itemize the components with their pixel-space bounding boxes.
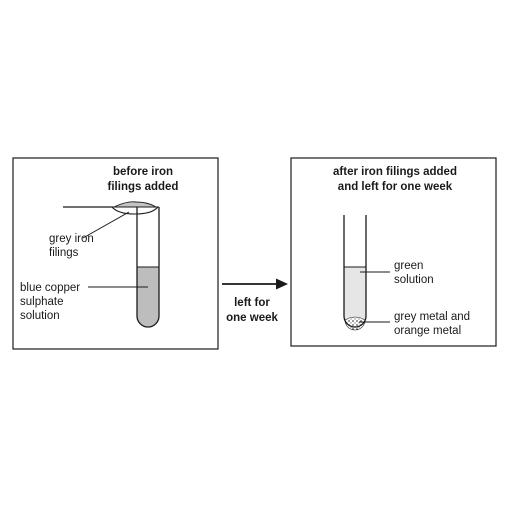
label-blue-copper-line1: blue copper xyxy=(20,282,80,294)
label-green-line2: solution xyxy=(394,274,434,286)
arrow-label-line1: left for xyxy=(234,297,270,309)
label-grey-iron-line1: grey iron xyxy=(49,233,94,245)
before-test-tube xyxy=(136,207,160,328)
before-title-line2: filings added xyxy=(108,181,179,193)
before-panel-frame xyxy=(12,157,219,350)
label-green-line1: green xyxy=(394,260,423,272)
label-metal-line2: orange metal xyxy=(394,325,461,337)
before-title-line1: before iron xyxy=(113,166,173,178)
iron-filings-leader xyxy=(82,211,130,239)
label-metal-line1: grey metal and xyxy=(394,311,470,323)
arrow-label-line2: one week xyxy=(226,312,278,324)
before-solution xyxy=(137,267,159,327)
iron-filings-heap xyxy=(113,201,158,208)
label-grey-iron-line2: filings xyxy=(49,247,79,259)
after-test-tube xyxy=(343,215,367,328)
after-title-line1: after iron filings added xyxy=(333,166,457,178)
label-blue-copper-line2: sulphate xyxy=(20,296,63,308)
spatula-bowl xyxy=(110,206,160,215)
label-blue-copper-line3: solution xyxy=(20,310,60,322)
arrow-head xyxy=(276,278,288,290)
after-panel-frame xyxy=(290,157,497,347)
after-solution xyxy=(344,267,366,327)
after-title-line2: and left for one week xyxy=(338,181,453,193)
after-metal-deposit xyxy=(344,316,366,331)
